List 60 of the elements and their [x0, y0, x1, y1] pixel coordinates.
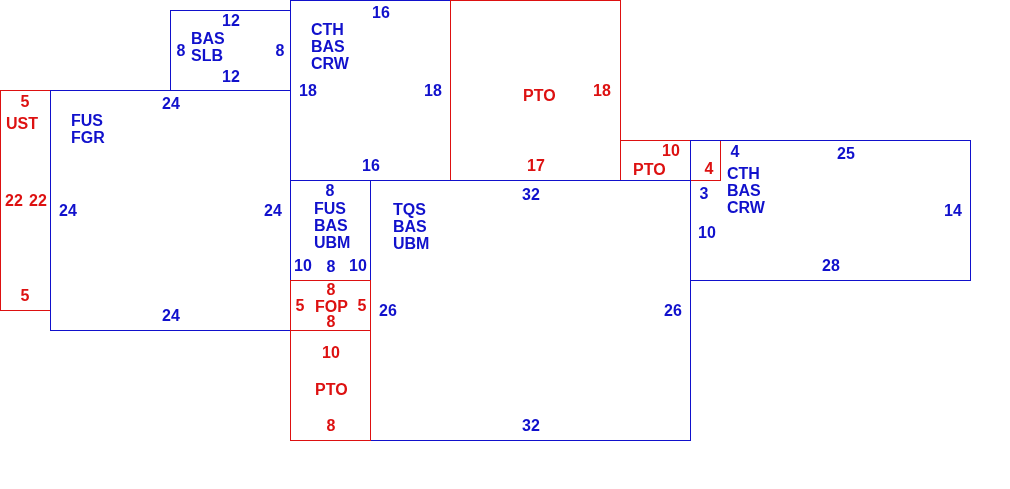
- dimension-value: 32: [522, 418, 540, 434]
- dimension-value: 26: [379, 303, 397, 319]
- dimension-value: 5: [20, 288, 30, 304]
- dimension-value: 14: [944, 203, 962, 219]
- dimension-value: 25: [837, 146, 855, 162]
- dimension-value: 5: [20, 94, 30, 110]
- dimension-value: 10: [294, 258, 312, 274]
- area-code: BAS SLB: [191, 30, 225, 64]
- dimension-value: 26: [664, 303, 682, 319]
- dimension-value: 8: [325, 183, 335, 199]
- dimension-value: 5: [357, 298, 367, 314]
- area-code: CTH BAS CRW: [727, 165, 765, 216]
- dimension-value: 18: [299, 83, 317, 99]
- dimension-value: 10: [322, 345, 340, 361]
- dimension-value: 17: [527, 158, 545, 174]
- plan-area: [370, 180, 691, 441]
- area-code: PTO: [633, 161, 666, 178]
- dimension-value: 16: [362, 158, 380, 174]
- dimension-value: 8: [326, 314, 336, 330]
- area-code: CTH BAS CRW: [311, 21, 349, 72]
- area-code: PTO: [523, 87, 556, 104]
- plan-area: [0, 90, 51, 311]
- area-code: FOP: [315, 298, 348, 315]
- area-code: FUS BAS UBM: [314, 200, 351, 251]
- plan-area: [450, 0, 621, 181]
- dimension-value: 10: [662, 143, 680, 159]
- dimension-value: 5: [295, 298, 305, 314]
- plan-area: [290, 280, 371, 331]
- dimension-value: 24: [162, 96, 180, 112]
- dimension-value: 24: [59, 203, 77, 219]
- area-code: PTO: [315, 381, 348, 398]
- dimension-value: 18: [424, 83, 442, 99]
- dimension-value: 8: [326, 282, 336, 298]
- dimension-value: 8: [326, 259, 336, 275]
- area-code: UST: [6, 115, 38, 132]
- plan-area: [620, 140, 721, 181]
- plan-area: [290, 330, 371, 441]
- dimension-value: 24: [162, 308, 180, 324]
- area-code: FUS FGR: [71, 112, 105, 146]
- dimension-value: 4: [704, 161, 714, 177]
- dimension-value: 12: [222, 69, 240, 85]
- dimension-value: 18: [593, 83, 611, 99]
- plan-area: [690, 140, 971, 281]
- dimension-value: 16: [372, 5, 390, 21]
- dimension-value: 4: [730, 144, 740, 160]
- dimension-value: 8: [326, 418, 336, 434]
- dimension-value: 22: [29, 193, 47, 209]
- dimension-value: 12: [222, 13, 240, 29]
- dimension-value: 32: [522, 187, 540, 203]
- dimension-value: 3: [699, 186, 709, 202]
- dimension-value: 22: [5, 193, 23, 209]
- dimension-value: 8: [176, 43, 186, 59]
- dimension-value: 10: [349, 258, 367, 274]
- dimension-value: 28: [822, 258, 840, 274]
- plan-area: [170, 10, 291, 91]
- dimension-value: 10: [698, 225, 716, 241]
- dimension-value: 8: [275, 43, 285, 59]
- area-code: TQS BAS UBM: [393, 201, 430, 252]
- dimension-value: 24: [264, 203, 282, 219]
- plan-area: [50, 90, 291, 331]
